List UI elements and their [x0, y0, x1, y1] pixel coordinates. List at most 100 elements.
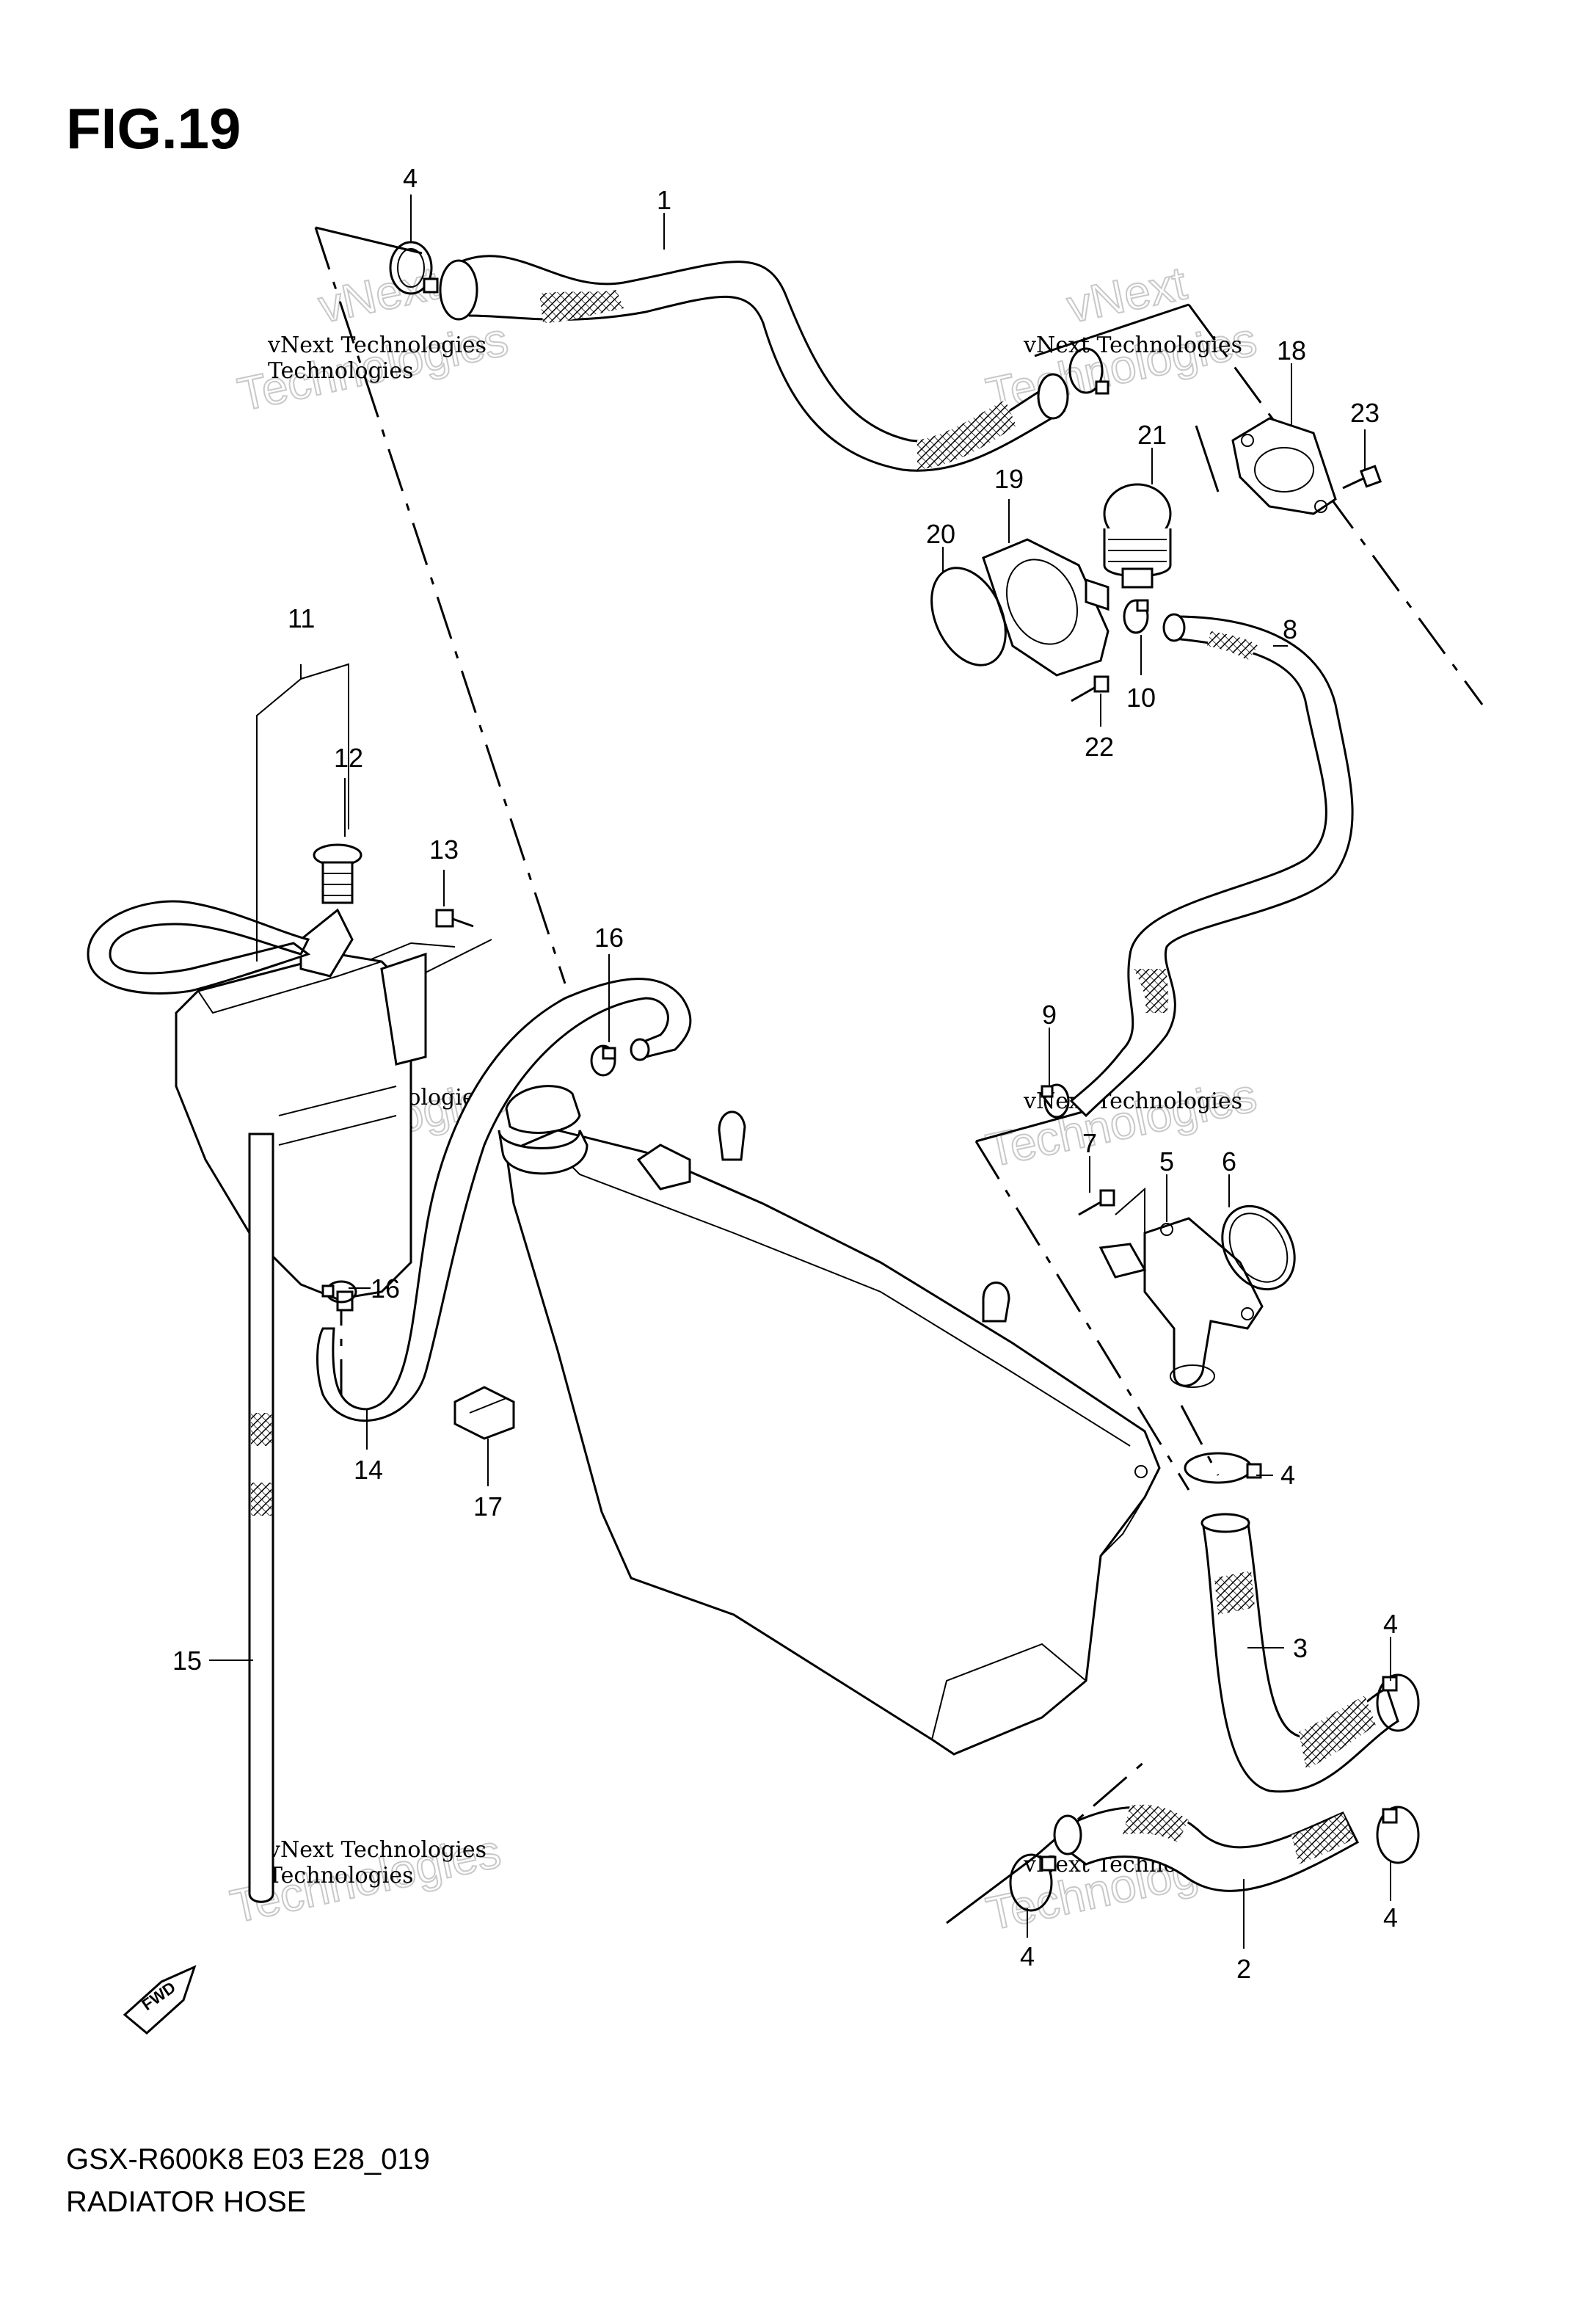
callout-1[interactable]: 1	[657, 185, 671, 215]
callout-4-right-upper[interactable]: 4	[1383, 1609, 1398, 1639]
hose-15[interactable]	[248, 1133, 274, 1903]
callout-21[interactable]: 21	[1137, 420, 1167, 450]
clip-9[interactable]	[1041, 1083, 1070, 1119]
callout-11[interactable]: 11	[288, 603, 315, 633]
clamp-screw	[1382, 1808, 1398, 1824]
cap-spring-coils	[323, 873, 352, 896]
clamp-screw	[1041, 1855, 1057, 1872]
callout-8[interactable]: 8	[1283, 614, 1297, 644]
callouts: 4 1 18 23 21 19 20 8 10 22 11 12 13 16 9…	[172, 163, 1398, 1984]
screw-13[interactable]	[435, 909, 474, 928]
hose-15-hatch-upper	[251, 1413, 272, 1446]
bolt-22[interactable]	[1071, 675, 1109, 702]
guide-line-7	[1115, 1187, 1145, 1233]
bolt-head	[1359, 465, 1382, 488]
callout-18[interactable]: 18	[1277, 335, 1306, 366]
case-body	[982, 538, 1109, 677]
pump-cover-5[interactable]	[1098, 1217, 1264, 1388]
hose-15-body	[248, 1133, 274, 1903]
callout-16-lower[interactable]: 16	[371, 1273, 400, 1304]
callout-19[interactable]: 19	[994, 464, 1024, 494]
hose-14[interactable]	[316, 978, 692, 1422]
hose-3-end-top	[1200, 1513, 1250, 1533]
thermostat-21[interactable]	[1103, 483, 1172, 589]
phantom-line-right	[1187, 304, 1484, 705]
figure-title: FIG.19	[66, 96, 241, 161]
callout-5[interactable]: 5	[1159, 1146, 1174, 1177]
callout-4-top[interactable]: 4	[403, 163, 418, 193]
callout-12[interactable]: 12	[334, 743, 363, 773]
clamp-body	[453, 1386, 515, 1440]
cap-top	[505, 1085, 581, 1134]
thermostat-cover-18[interactable]	[1231, 417, 1337, 515]
callout-4-bottom-left[interactable]: 4	[1020, 1941, 1035, 1971]
callout-2[interactable]: 2	[1236, 1954, 1251, 1984]
reservoir-cap-12[interactable]	[313, 843, 362, 904]
hose-3[interactable]	[1200, 1513, 1399, 1793]
o-ring-6[interactable]	[1208, 1193, 1309, 1303]
phantom-line-4	[1180, 1405, 1220, 1476]
o-ring-20[interactable]	[917, 556, 1021, 677]
screw-head	[435, 909, 454, 928]
hose-2-hatch-right	[1291, 1813, 1354, 1864]
thermostat-case-19[interactable]	[982, 538, 1109, 677]
hose-2[interactable]	[1053, 1804, 1359, 1892]
radiator-cap[interactable]	[498, 1085, 589, 1175]
cover-bolt-hole	[1241, 434, 1254, 447]
clip-ring	[590, 1044, 616, 1077]
phantom-line-bottom	[1034, 1760, 1145, 1858]
clamp-4-bottom-left[interactable]	[1009, 1853, 1057, 1912]
callout-3[interactable]: 3	[1293, 1633, 1308, 1663]
clip-tab	[1136, 599, 1149, 612]
clamp-4-bottom-right[interactable]	[1376, 1806, 1420, 1864]
cover-body	[1231, 417, 1337, 515]
fwd-arrow-shape	[123, 1965, 197, 2035]
clip-tab	[602, 1047, 616, 1060]
radiator-mount-tab-side	[982, 1282, 1010, 1323]
callout-20[interactable]: 20	[926, 519, 955, 549]
clip-16-lower[interactable]	[321, 1280, 357, 1304]
hose-8-end	[1162, 613, 1186, 642]
callout-17[interactable]: 17	[473, 1491, 503, 1522]
callout-6[interactable]: 6	[1222, 1146, 1236, 1177]
radiator[interactable]	[505, 1110, 1161, 1756]
clip-10[interactable]	[1123, 599, 1149, 634]
clamp-hose1-right[interactable]	[1068, 347, 1109, 395]
callout-23[interactable]: 23	[1350, 398, 1380, 428]
clamp-17[interactable]	[453, 1386, 515, 1440]
callout-16-upper[interactable]: 16	[594, 923, 624, 953]
clamp-slot	[469, 1397, 507, 1414]
clip-16-upper[interactable]	[590, 1044, 616, 1077]
guide-line-18	[1195, 425, 1220, 492]
callout-13[interactable]: 13	[429, 835, 459, 865]
reservoir-tank-11[interactable]	[175, 908, 427, 1312]
bolt-7[interactable]	[1078, 1189, 1115, 1216]
watermark-small-1b: Technologies	[268, 358, 414, 384]
hose-1-hatch-right	[917, 400, 1016, 470]
clamp-ring	[1376, 1673, 1420, 1732]
hose-3-hatch-bottom	[1299, 1695, 1376, 1769]
hose-2-end-left	[1053, 1814, 1082, 1855]
radiator-bottom-tank	[931, 1643, 1087, 1740]
callout-9[interactable]: 9	[1042, 1000, 1057, 1030]
hose-1[interactable]	[439, 255, 1069, 472]
callout-14[interactable]: 14	[354, 1455, 383, 1485]
radiator-bolt-hole	[1134, 1465, 1148, 1478]
cover-bore	[1254, 447, 1314, 492]
callout-4-middle[interactable]: 4	[1280, 1460, 1295, 1490]
hose-1-end-right	[1037, 373, 1069, 420]
clamp-ring	[1184, 1452, 1253, 1484]
cover-nipple	[1098, 1243, 1147, 1279]
clamp-4-middle[interactable]	[1184, 1452, 1262, 1484]
callout-7[interactable]: 7	[1082, 1128, 1097, 1158]
callout-15[interactable]: 15	[172, 1646, 202, 1676]
callout-4-right-lower[interactable]: 4	[1383, 1902, 1398, 1933]
overflow-hose[interactable]	[87, 900, 311, 995]
clip-ring	[1123, 599, 1149, 634]
callout-22[interactable]: 22	[1085, 732, 1114, 762]
callout-10[interactable]: 10	[1126, 683, 1156, 713]
section-name: RADIATOR HOSE	[66, 2186, 307, 2218]
bolt-23[interactable]	[1342, 465, 1382, 490]
hose-8[interactable]	[1069, 613, 1354, 1118]
cover-body	[1143, 1217, 1264, 1387]
